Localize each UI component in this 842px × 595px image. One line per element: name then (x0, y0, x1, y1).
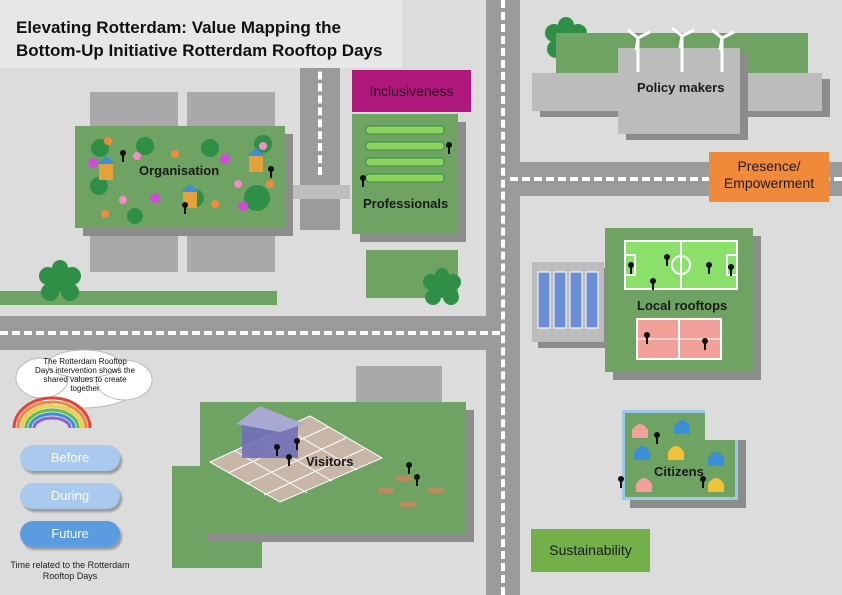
person-pin (274, 444, 280, 456)
page-subtitle: Bottom-Up Initiative Rotterdam Rooftop D… (16, 41, 383, 60)
solar-panel-icon (537, 271, 599, 329)
legend-cloud: The Rotterdam Rooftop Days intervention … (12, 348, 153, 412)
person-pin (268, 166, 274, 178)
person-pin (650, 278, 656, 290)
citizens-roof-notch (705, 404, 747, 440)
football-field-icon (624, 240, 738, 290)
person-pin (664, 254, 670, 266)
policy-makers-label: Policy makers (637, 80, 725, 95)
value-sustainability: Sustainability (531, 529, 650, 572)
cloud-icon (15, 349, 153, 409)
crop-rows (365, 125, 445, 183)
road-bridge (290, 185, 350, 199)
person-pin (182, 202, 188, 214)
road-marking (501, 0, 505, 595)
person-pin (120, 150, 126, 162)
terrace-tiles (208, 406, 444, 507)
tree-icon (423, 268, 461, 305)
title-box: Elevating Rotterdam: Value Mapping the B… (0, 0, 402, 68)
wind-turbine-icon (627, 26, 735, 72)
road-marking (0, 331, 500, 335)
person-pin (406, 462, 412, 474)
person-pin (618, 476, 624, 488)
value-empowerment-label: Empowerment (723, 175, 815, 191)
person-pin (728, 264, 734, 276)
legend-cloud-text: The Rotterdam Rooftop Days intervention … (34, 357, 136, 393)
citizens-label: Citizens (654, 464, 704, 479)
person-pin (628, 262, 634, 274)
value-inclusiveness-label: Inclusiveness (369, 83, 454, 99)
time-before-button[interactable]: Before (20, 445, 120, 471)
value-sustainability-label: Sustainability (549, 542, 632, 558)
person-pin (286, 454, 292, 466)
person-pin (644, 332, 650, 344)
value-presence-label: Presence/ (737, 158, 801, 174)
time-caption: Time related to the Rotterdam Rooftop Da… (10, 560, 130, 581)
value-presence-empowerment: Presence/ Empowerment (709, 152, 829, 202)
local-rooftops-label: Local rooftops (637, 298, 728, 313)
person-pin (294, 438, 300, 450)
flower-plants (88, 135, 274, 224)
time-during-button[interactable]: During (20, 483, 120, 509)
person-pin (700, 476, 706, 488)
tennis-court-icon (636, 318, 722, 360)
person-pin (702, 338, 708, 350)
person-pin (360, 175, 366, 187)
rainbow-icon (12, 396, 92, 429)
person-pin (654, 432, 660, 444)
organisation-label: Organisation (139, 163, 220, 178)
building-block (356, 366, 442, 402)
house-icons (632, 420, 724, 492)
time-future-button[interactable]: Future (20, 521, 120, 547)
visitors-label: Visitors (306, 454, 354, 469)
person-pin (446, 142, 452, 154)
tree-icon (39, 260, 81, 301)
person-pin (706, 262, 712, 274)
professionals-label: Professionals (363, 196, 449, 211)
road-marking (510, 177, 842, 181)
value-inclusiveness: Inclusiveness (352, 70, 471, 112)
page-title: Elevating Rotterdam: Value Mapping the (16, 18, 341, 37)
person-pin (414, 474, 420, 486)
road-marking (318, 0, 322, 175)
